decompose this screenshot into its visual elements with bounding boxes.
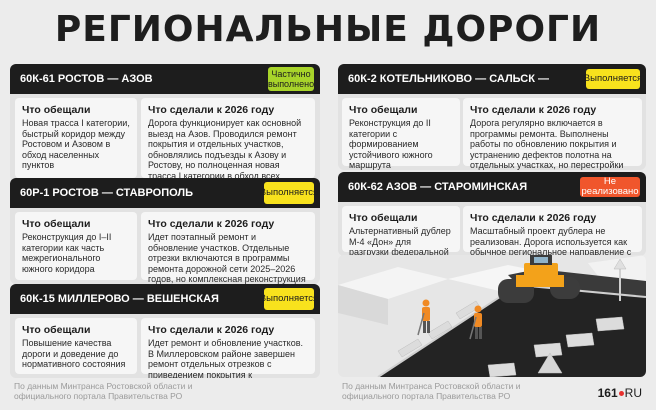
- done-text: Масштабный проект дублера не реализован.…: [470, 226, 632, 256]
- road-name: 60Р-1 РОСТОВ — СТАВРОПОЛЬ: [20, 187, 194, 199]
- promised-column: Что обещали Реконструкция до II категори…: [342, 98, 460, 170]
- road-card-rostov-stavropol: 60Р-1 РОСТОВ — СТАВРОПОЛЬ Выполняется Чт…: [10, 178, 320, 284]
- promised-title: Что обещали: [349, 212, 418, 224]
- done-column: Что сделали к 2026 году Идет поэтапный р…: [141, 212, 315, 284]
- card-header: 60К-62 АЗОВ — СТАРОМИНСКАЯ Не реализован…: [338, 172, 646, 202]
- page-title: РЕГИОНАЛЬНЫЕ ДОРОГИ: [54, 9, 602, 50]
- promised-text: Альтернативный дублер М-4 «Дон» для разг…: [349, 226, 451, 256]
- logo-domain: RU: [624, 386, 642, 400]
- done-column: Что сделали к 2026 году Дорога функциони…: [141, 98, 315, 182]
- promised-title: Что обещали: [22, 218, 91, 230]
- promised-text: Новая трасса I категории, быстрый коридо…: [22, 118, 130, 170]
- promised-title: Что обещали: [349, 104, 418, 116]
- promised-text: Повышение качества дороги и доведение до…: [22, 338, 126, 369]
- done-title: Что сделали к 2026 году: [148, 324, 275, 336]
- source-note-left: По данным Минтранса Ростовской области и…: [14, 381, 193, 401]
- status-badge: Частично выполнено: [267, 67, 315, 91]
- promised-title: Что обещали: [22, 324, 91, 336]
- status-badge: Выполняется: [260, 182, 318, 204]
- logo-number: 161: [597, 386, 618, 400]
- road-sign-icon: [613, 258, 627, 301]
- done-title: Что сделали к 2026 году: [148, 104, 275, 116]
- road-card-azov-starominskaya: 60К-62 АЗОВ — СТАРОМИНСКАЯ Не реализован…: [338, 172, 646, 256]
- road-card-millerovo-veshenskaya: 60К-15 МИЛЛЕРОВО — ВЕШЕНСКАЯ Выполняется…: [10, 284, 320, 378]
- card-header: 60Р-1 РОСТОВ — СТАВРОПОЛЬ Выполняется: [10, 178, 320, 208]
- done-column: Что сделали к 2026 году Идет ремонт и об…: [141, 318, 315, 378]
- promised-title: Что обещали: [22, 104, 91, 116]
- done-column: Что сделали к 2026 году Дорога регулярно…: [463, 98, 642, 170]
- card-header: 60К-15 МИЛЛЕРОВО — ВЕШЕНСКАЯ Выполняется: [10, 284, 320, 314]
- publisher-logo[interactable]: 161 RU: [598, 386, 642, 400]
- done-text: Идет ремонт и обновление участков. В Мил…: [148, 338, 303, 378]
- road-name: 60К-62 АЗОВ — СТАРОМИНСКАЯ: [348, 181, 528, 193]
- done-title: Что сделали к 2026 году: [470, 104, 597, 116]
- done-text: Дорога функционирует как основной выезд …: [148, 118, 302, 182]
- promised-text: Реконструкция до II категории с формиров…: [349, 118, 433, 170]
- status-badge: Выполняется: [260, 288, 318, 310]
- road-card-rostov-azov: 60К-61 РОСТОВ — АЗОВ Частично выполнено …: [10, 64, 320, 182]
- done-text: Идет поэтапный ремонт и обновление участ…: [148, 232, 306, 284]
- road-card-kotelnikovo-salsk: 60К-2 КОТЕЛЬНИКОВО — САЛЬСК — ПЕСЧАНОКОП…: [338, 64, 646, 170]
- done-title: Что сделали к 2026 году: [470, 212, 597, 224]
- card-header: 60К-2 КОТЕЛЬНИКОВО — САЛЬСК — ПЕСЧАНОКОП…: [338, 64, 646, 115]
- road-name: 60К-61 РОСТОВ — АЗОВ: [20, 73, 153, 85]
- road-worker-icon: [417, 299, 430, 336]
- promised-column: Что обещали Повышение качества дороги и …: [15, 318, 137, 374]
- done-column: Что сделали к 2026 году Масштабный проек…: [463, 206, 642, 256]
- done-title: Что сделали к 2026 году: [148, 218, 275, 230]
- road-worker-icon: [469, 305, 482, 340]
- road-construction-image: [338, 255, 646, 377]
- promised-column: Что обещали Новая трасса I категории, бы…: [15, 98, 137, 178]
- status-badge: Не реализовано: [580, 176, 640, 197]
- source-note-right: По данным Минтранса Ростовской области и…: [342, 381, 521, 401]
- promised-text: Реконструкция до I–II категории как част…: [22, 232, 112, 274]
- road-construction-illustration: [338, 255, 646, 377]
- promised-column: Что обещали Альтернативный дублер М-4 «Д…: [342, 206, 460, 256]
- logo-dot-icon: [618, 391, 624, 396]
- road-roller-icon: [498, 255, 580, 303]
- card-header: 60К-61 РОСТОВ — АЗОВ Частично выполнено: [10, 64, 320, 94]
- promised-column: Что обещали Реконструкция до I–II катего…: [15, 212, 137, 280]
- done-text: Дорога регулярно включается в программы …: [470, 118, 624, 170]
- status-badge: Выполняется: [584, 69, 642, 89]
- road-name: 60К-15 МИЛЛЕРОВО — ВЕШЕНСКАЯ: [20, 293, 219, 305]
